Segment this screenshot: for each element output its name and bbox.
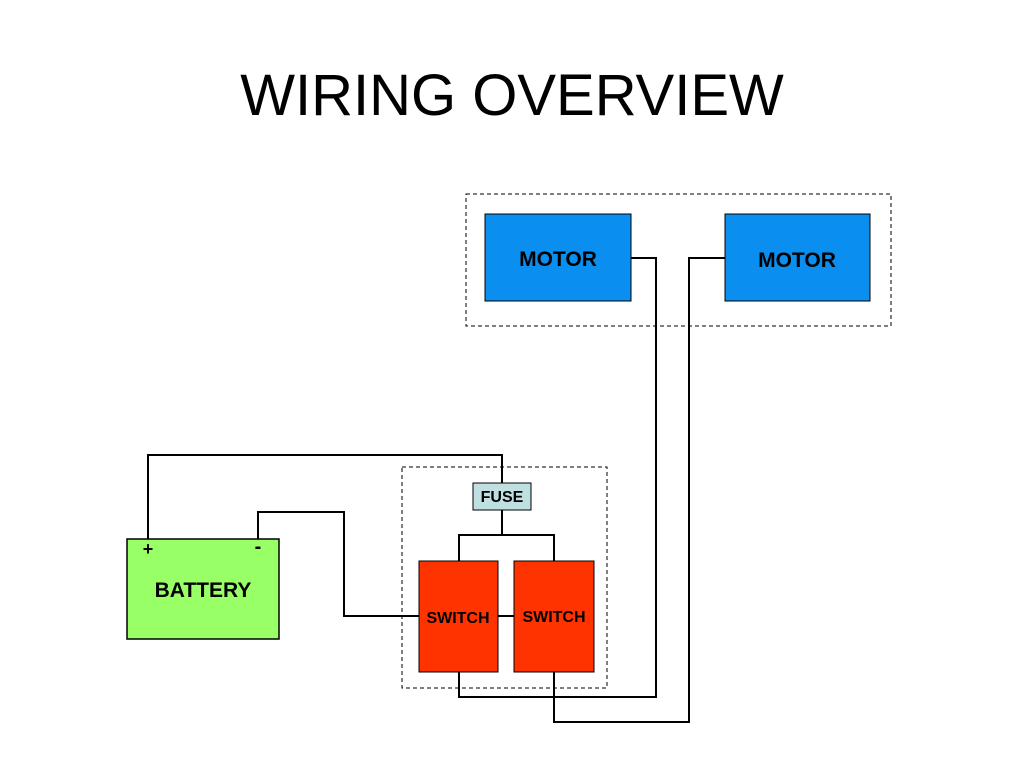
switch-right-label: SWITCH — [522, 609, 585, 626]
motor-group-outline — [465, 193, 892, 327]
motor-right-box — [724, 213, 871, 302]
battery-label: BATTERY — [155, 579, 252, 602]
motor-left-box — [484, 213, 632, 302]
switch-left-label: SWITCH — [426, 610, 489, 627]
motor-right: MOTOR — [724, 213, 871, 302]
motor-right-label: MOTOR — [758, 249, 836, 272]
battery-negative-terminal: - — [255, 536, 262, 558]
battery-positive-terminal: + — [143, 539, 154, 559]
battery-box — [126, 538, 280, 640]
slide-title: WIRING OVERVIEW — [240, 63, 784, 128]
battery: BATTERY + - — [126, 536, 280, 640]
fuse-box — [472, 482, 532, 511]
switch-right-box — [513, 560, 595, 673]
motor-left-label: MOTOR — [519, 248, 597, 271]
switch-group-outline — [401, 466, 608, 689]
motor-left: MOTOR — [484, 213, 632, 302]
wire-battery-negative-to-switch — [257, 511, 419, 617]
fuse: FUSE — [472, 482, 532, 511]
fuse-label: FUSE — [481, 489, 524, 506]
switch-left-box — [418, 560, 499, 673]
switch-right: SWITCH — [513, 560, 595, 673]
switch-left: SWITCH — [418, 560, 499, 673]
wire-switch-right-to-motor-right — [553, 257, 726, 723]
wire-switch-left-to-motor-left — [458, 257, 657, 698]
wires — [147, 257, 726, 723]
wire-fuse-branch — [458, 534, 555, 561]
wire-battery-positive-to-fuse — [147, 454, 503, 540]
